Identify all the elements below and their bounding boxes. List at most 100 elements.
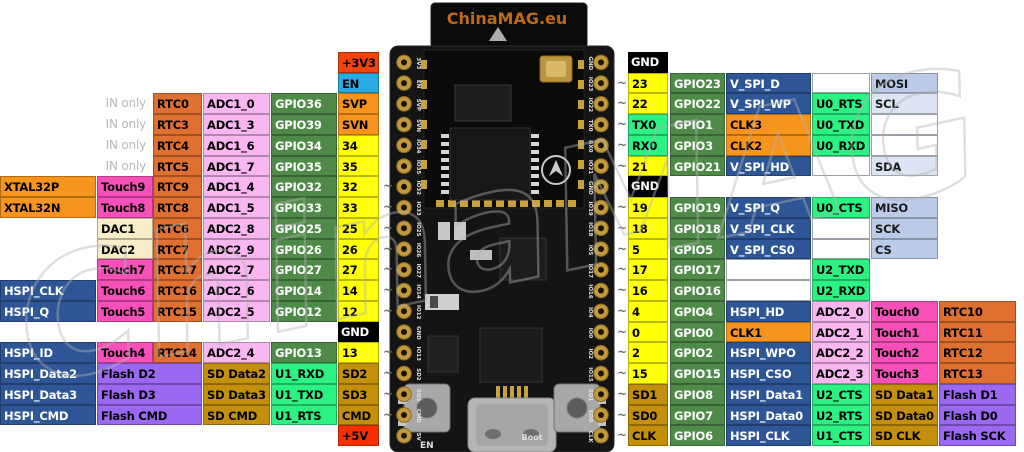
pin-sd2: SD2 — [338, 363, 379, 384]
pad-hole — [598, 163, 604, 170]
pin-sd0: SD0 — [628, 404, 668, 426]
pin-34: 34 — [338, 134, 379, 156]
pwm-tilde-icon: ~ — [616, 303, 628, 318]
flash-chip — [454, 84, 512, 122]
silkscreen-label: IO27 — [415, 264, 421, 279]
cell-adc2-6: ADC2_6 — [203, 280, 270, 301]
silkscreen-label: IO34 — [415, 139, 421, 154]
chip-pin — [531, 190, 539, 194]
cell-flash-d3: Flash D3 — [97, 383, 202, 405]
cell-blank — [812, 155, 870, 177]
cell-hspi-q: HSPI_Q — [0, 300, 96, 322]
cell-touch2: Touch2 — [871, 342, 938, 364]
pin-svp: SVP — [338, 93, 379, 115]
castellation-pad — [484, 200, 492, 207]
cell-miso: MISO — [871, 197, 938, 218]
silkscreen-label: IO17 — [587, 264, 593, 279]
pin-13: 13 — [338, 342, 379, 364]
usb-uart-chip — [479, 327, 543, 383]
ic-u2 — [499, 237, 547, 281]
cell-rtc6: RTC6 — [153, 217, 202, 239]
cell-adc2-7: ADC2_7 — [203, 259, 270, 281]
cell-u1-rxd: U1_RXD — [271, 363, 337, 384]
castellation-pad — [472, 200, 480, 207]
silkscreen-label: IO2 — [587, 348, 593, 359]
cell-clk1: CLK1 — [726, 321, 811, 343]
silkscreen-label: SD2 — [415, 368, 421, 381]
castellation-pad — [448, 200, 456, 207]
chip-pin — [441, 166, 449, 170]
pad-hole — [598, 59, 604, 66]
silkscreen-label: CMD — [415, 409, 421, 424]
cell-hspi-data0: HSPI_Data0 — [726, 404, 811, 426]
pin-21: 21 — [628, 155, 668, 177]
cell-gpio4: GPIO4 — [670, 300, 725, 322]
pwm-tilde-icon: ~ — [616, 324, 628, 339]
silkscreen-label: IO22 — [587, 98, 593, 113]
pwm-tilde-icon: ~ — [382, 200, 394, 215]
silkscreen-labels-left: 3V3ENSVPSVNIO34IO35IO32IO33IO25IO26IO27I… — [415, 57, 421, 441]
cell-xtal32n: XTAL32N — [0, 197, 96, 218]
silkscreen-label: GND — [415, 326, 421, 340]
cell-sd-cmd: SD CMD — [203, 404, 270, 426]
pin-19: 19 — [628, 197, 668, 218]
cell-u2-rts: U2_RTS — [812, 404, 870, 426]
cell-u1-rts: U1_RTS — [271, 404, 337, 426]
castellation-pad — [421, 60, 427, 69]
cell-in-only: IN only — [105, 137, 147, 152]
silkscreen-label: GND — [587, 57, 593, 71]
cell-rtc15: RTC15 — [153, 300, 202, 322]
cell-gpio3: GPIO3 — [670, 134, 725, 156]
cell-u0-rts: U0_RTS — [812, 93, 870, 115]
cell-adc2-9: ADC2_9 — [203, 238, 270, 260]
cell-gpio21: GPIO21 — [670, 155, 725, 177]
cell-clk2: CLK2 — [726, 134, 811, 156]
pwm-tilde-icon: ~ — [382, 283, 394, 298]
pin-22: 22 — [628, 93, 668, 115]
cell-adc1-7: ADC1_7 — [203, 155, 270, 177]
chip-pin — [531, 182, 539, 186]
silkscreen-label: SVP — [415, 99, 421, 111]
pin-tx0: TX0 — [628, 114, 668, 135]
pad-hole — [598, 349, 604, 356]
cell-rtc10: RTC10 — [939, 300, 1016, 322]
castellation-pad — [421, 80, 427, 89]
cell-adc2-1: ADC2_1 — [812, 321, 870, 343]
cell-hspi-data2: HSPI_Data2 — [0, 363, 96, 384]
pad-hole — [401, 204, 407, 211]
silkscreen-label: IO33 — [415, 201, 421, 216]
pad-hole — [401, 308, 407, 315]
esp32-chip — [449, 127, 531, 201]
pwm-tilde-icon: ~ — [616, 241, 628, 256]
cell-v-spi-d: V_SPI_D — [726, 72, 811, 94]
cell-hspi-clk: HSPI_CLK — [0, 280, 96, 301]
pin-15: 15 — [628, 363, 668, 384]
silkscreen-label: IO0 — [587, 328, 593, 339]
chip-pin — [531, 166, 539, 170]
cell-blank — [726, 259, 811, 281]
cell-gpio18: GPIO18 — [670, 217, 725, 239]
pad-hole — [598, 308, 604, 315]
cell-clk3: CLK3 — [726, 114, 811, 135]
cell-rtc17: RTC17 — [153, 259, 202, 281]
cell-adc1-3: ADC1_3 — [203, 114, 270, 135]
pin-32: 32 — [338, 176, 379, 198]
cell-v-spi-cs0: V_SPI_CS0 — [726, 238, 811, 260]
cell-touch9: Touch9 — [97, 176, 153, 198]
cell-gpio16: GPIO16 — [670, 280, 725, 301]
cell-flash-d1: Flash D1 — [939, 383, 1016, 405]
pin-cmd: CMD — [338, 404, 379, 426]
cell-gpio6: GPIO6 — [670, 425, 725, 447]
cell-sda: SDA — [871, 155, 938, 177]
pad-hole — [401, 163, 407, 170]
silkscreen-labels-right: GNDIO23IO22TX0RX0IO21GNDIO19IO18IO5IO17I… — [587, 57, 593, 444]
cell-u0-txd: U0_TXD — [812, 114, 870, 135]
pad-hole — [401, 432, 407, 439]
silkscreen-label: CLK — [587, 431, 593, 444]
castellation-pad — [508, 200, 516, 207]
pwm-tilde-icon: ~ — [616, 283, 628, 298]
cell-blank — [871, 134, 938, 156]
cell-in-only: IN only — [105, 158, 147, 173]
pin-svn: SVN — [338, 114, 379, 135]
cell-hspi-data3: HSPI_Data3 — [0, 383, 96, 405]
